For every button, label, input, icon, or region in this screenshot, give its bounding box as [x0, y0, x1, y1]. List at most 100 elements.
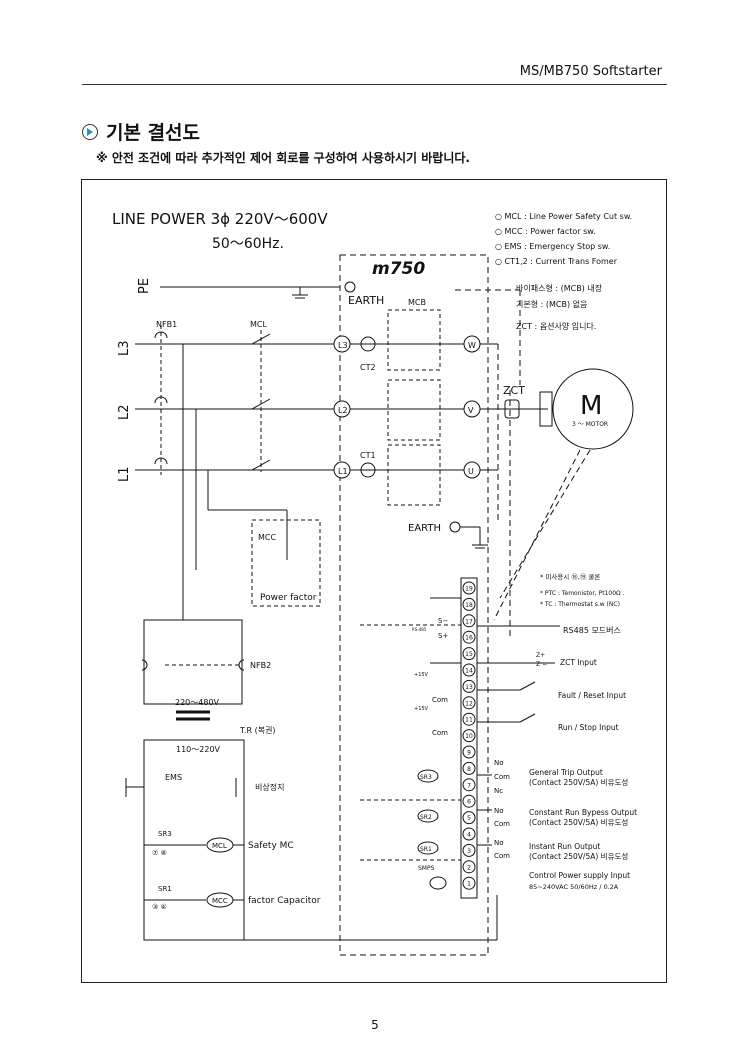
ptc-note: * PTC : Temonistor, Pt100Ω .	[540, 590, 625, 597]
section-title: 기본 결선도	[82, 118, 200, 145]
terminal-12-number: 12	[465, 700, 473, 707]
pe-label: PE	[137, 278, 152, 294]
tr-label: T.R (복권)	[239, 725, 276, 735]
sr2-box-label: SR2	[420, 814, 432, 821]
plus15v-a: +15V	[414, 672, 429, 678]
unused-note: * 미사용시 ⑱,⑲ 쿨론	[540, 572, 600, 581]
contact-label: Com	[494, 820, 510, 828]
contact-label: Com	[494, 773, 510, 781]
terminal-13-ring	[462, 679, 476, 693]
terminal-10-number: 10	[465, 733, 473, 740]
terminal-3-number: 3	[467, 848, 471, 855]
ems-kr-label: 비상정지	[255, 782, 284, 792]
bypass-note: 바이패스형 : (MCB) 내장	[516, 283, 603, 293]
terminal-15-number: 15	[465, 651, 473, 658]
line-power-label: LINE POWER 3ϕ 220V～600V	[112, 210, 328, 228]
control-power-sub: 85~240VAC 50/60Hz / 0.2A	[529, 883, 619, 891]
terminal-5-ring	[462, 811, 476, 825]
com-a: Com	[432, 696, 448, 704]
terminal-6-ring	[462, 794, 476, 808]
legend-item: ○ MCC : Power factor sw.	[495, 227, 596, 236]
earth-label: EARTH	[348, 294, 384, 307]
general-trip-label: General Trip Output	[529, 768, 603, 777]
legend-item: ○ MCL : Line Power Safety Cut sw.	[495, 212, 632, 221]
smps-label: SMPS	[418, 865, 435, 872]
terminal-v: V	[468, 406, 474, 415]
l3-label: L3	[117, 340, 132, 356]
z-plus-label: Z+	[536, 652, 545, 659]
ems-label: EMS	[165, 773, 182, 782]
terminal-14-ring	[462, 663, 476, 677]
z-minus-label: Z −	[536, 661, 547, 668]
terminal-9-number: 9	[467, 750, 471, 757]
terminal-1-number: 1	[467, 881, 471, 888]
zct-label: ZCT	[503, 384, 525, 397]
legend-item: ○ CT1,2 : Current Trans Fomer	[495, 257, 618, 266]
nfb1-label: NFB1	[156, 320, 177, 329]
safety-mc-label: Safety MC	[248, 841, 294, 851]
l2-label: L2	[117, 404, 132, 420]
terminal-14-number: 14	[465, 668, 473, 675]
terminal-7-number: 7	[467, 782, 471, 789]
plus15v-b: +15V	[414, 706, 429, 712]
terminal-13-number: 13	[465, 684, 473, 691]
page-number: 5	[371, 1018, 379, 1032]
terminal-15-ring	[462, 647, 476, 661]
legend-item: ○ EMS : Emergency Stop sw.	[495, 242, 610, 251]
terminal-u: U	[468, 467, 474, 476]
terminal-2-ring	[462, 860, 476, 874]
unit-logo: m750	[372, 259, 425, 279]
sr3-pins: ⑦ ⑧	[152, 849, 167, 857]
section-title-text: 기본 결선도	[106, 122, 201, 144]
terminal-12-ring	[462, 696, 476, 710]
diagram-frame	[81, 179, 667, 983]
sr1-pins: ③ ④	[152, 903, 167, 911]
tc-note: * TC : Thermostat s.w (NC)	[540, 601, 620, 608]
com-b: Com	[432, 729, 448, 737]
mcl-label: MCL	[250, 320, 267, 329]
terminal-18-number: 18	[465, 602, 473, 609]
mcc-coil: MCC	[212, 897, 228, 905]
terminal-4-number: 4	[467, 832, 471, 839]
tr-output-label: 110～220V	[176, 745, 221, 754]
terminal-11-number: 11	[465, 717, 473, 724]
play-circle-icon	[82, 123, 98, 140]
section-note: ※ 안전 조건에 따라 추가적인 제어 회로를 구성하여 사용하시기 바랍니다.	[96, 151, 470, 165]
run-stop-label: Run / Stop Input	[558, 723, 619, 732]
mcb-label: MCB	[408, 298, 426, 307]
terminal-1-ring	[462, 876, 476, 890]
terminal-16-number: 16	[465, 635, 473, 642]
earth2-label: EARTH	[408, 523, 441, 534]
terminal-19-number: 19	[465, 586, 473, 593]
terminal-6-number: 6	[467, 799, 471, 806]
control-power-label: Control Power supply Input	[529, 871, 630, 880]
contact-label: No	[494, 807, 504, 815]
constant-run-sub: (Contact 250V/5A) 비유도성	[529, 818, 628, 827]
sr3-label: SR3	[158, 830, 172, 838]
bypass-note: ZCT : 옵션사양 입니다.	[516, 321, 596, 331]
ct1-label: CT1	[360, 451, 376, 460]
s-minus-label: S−	[438, 617, 448, 625]
fault-reset-label: Fault / Reset Input	[558, 691, 626, 700]
terminal-8-number: 8	[467, 766, 471, 773]
contact-label: Com	[494, 852, 510, 860]
terminal-9-ring	[462, 745, 476, 759]
terminal-l3: L3	[338, 341, 348, 350]
mcl-coil: MCL	[212, 842, 227, 850]
bypass-note: 기본형 : (MCB) 없음	[516, 300, 587, 309]
instant-run-sub: (Contact 250V/5A) 비유도성	[529, 852, 628, 861]
instant-run-label: Instant Run Output	[529, 842, 600, 851]
sr1-box-label: SR1	[420, 846, 432, 853]
motor-sub-label: 3 ～ MOTOR	[572, 421, 608, 428]
sr1-label: SR1	[158, 885, 172, 893]
terminal-4-ring	[462, 827, 476, 841]
terminal-17-number: 17	[465, 618, 473, 625]
frequency-label: 50～60Hz.	[212, 236, 284, 252]
nfb2-label: NFB2	[250, 661, 271, 670]
terminal-10-ring	[462, 729, 476, 743]
terminal-8-ring	[462, 761, 476, 775]
terminal-16-ring	[462, 630, 476, 644]
tr-input-label: 220～480V	[175, 698, 220, 707]
mcc-label: MCC	[258, 533, 276, 542]
